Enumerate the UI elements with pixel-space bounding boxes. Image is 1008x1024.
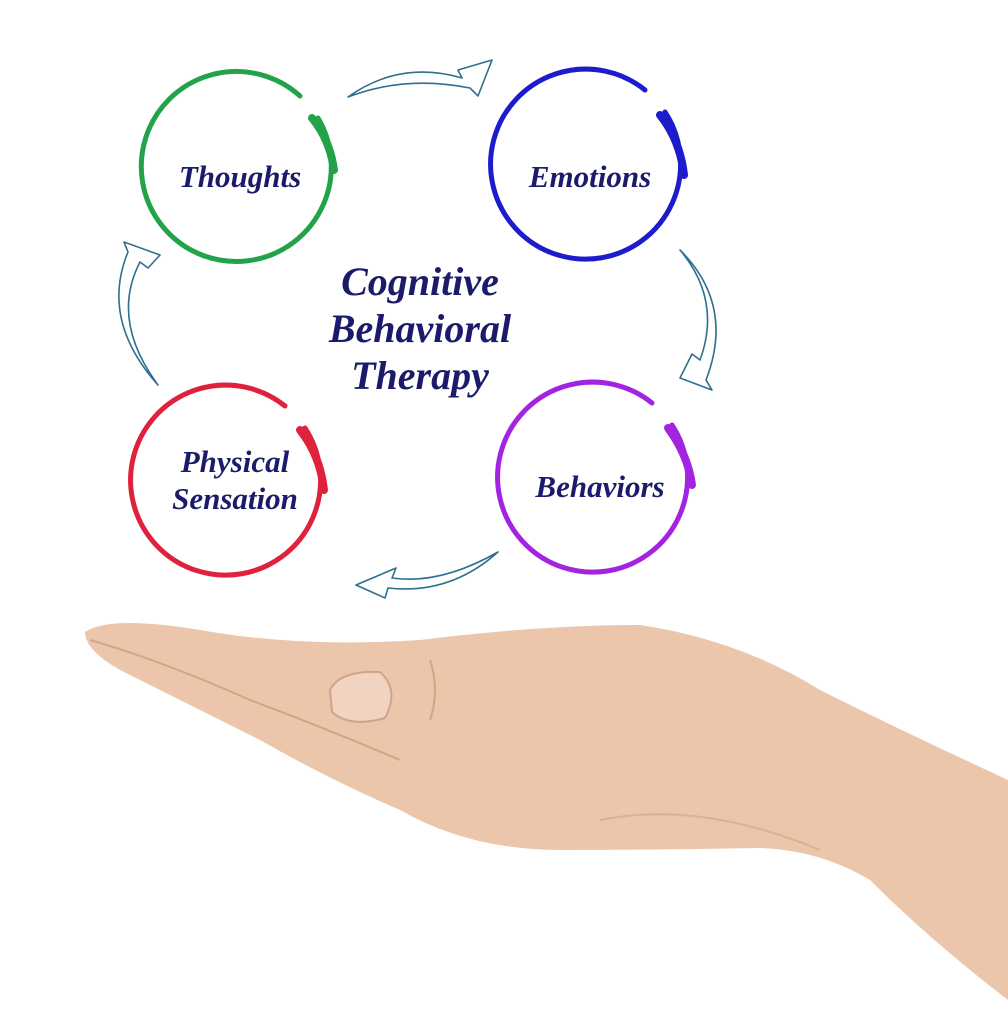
physical-label: Physical — [180, 444, 290, 479]
title-line-1: Cognitive — [341, 259, 499, 304]
arrow-behaviors-to-physical — [355, 551, 499, 599]
physical-sensation-circle — [128, 382, 324, 578]
sensation-label: Sensation — [172, 481, 298, 517]
hand-image — [85, 622, 1008, 1000]
diagram-title: Cognitive Behavioral Therapy — [270, 258, 570, 400]
arrow-physical-to-thoughts — [118, 241, 161, 386]
title-line-2: Behavioral — [328, 306, 512, 352]
node-emotions-label: Emotions — [528, 159, 652, 194]
node-behaviors-label: Behaviors — [535, 469, 665, 504]
arrow-emotions-to-behaviors — [679, 249, 717, 391]
node-thoughts-label: Thoughts — [178, 159, 302, 194]
arrow-thoughts-to-emotions — [347, 59, 493, 98]
thoughts-circle — [138, 69, 334, 264]
emotions-circle — [488, 66, 684, 262]
node-physical-sensation-label: Physical Sensation — [140, 443, 330, 517]
title-line-3: Therapy — [351, 353, 489, 399]
behaviors-circle — [495, 379, 691, 575]
